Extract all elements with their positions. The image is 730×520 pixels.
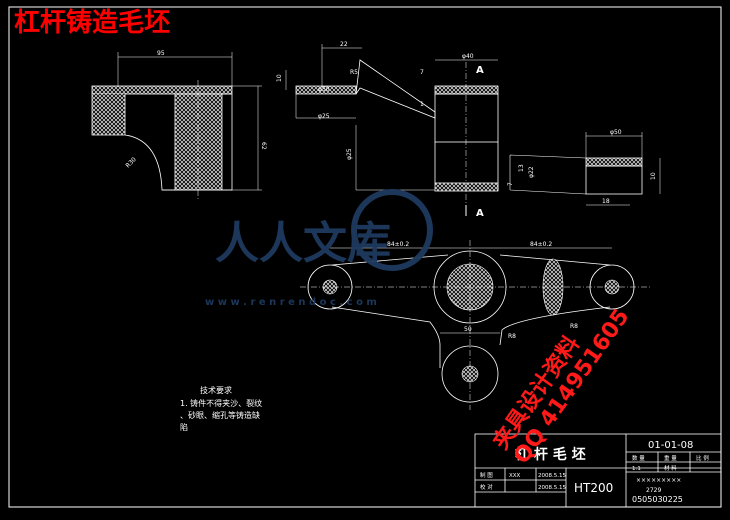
left-top-flange: [91, 85, 233, 95]
row1-date: 2008.5.15: [538, 473, 566, 479]
value-material: 材 料: [664, 464, 677, 472]
dim-10: 10: [276, 74, 283, 82]
header-weight: 重 量: [664, 454, 677, 462]
header-qty: 数 量: [632, 454, 645, 462]
dim-phi25-mid: φ25: [318, 113, 330, 120]
notes-line2: 、砂眼、缩孔等铸造缺: [180, 410, 260, 420]
title-block-text: 杠 杆 毛 坯 01-01-08 HT200 制 图 XXX 2008.5.15…: [480, 440, 709, 504]
part-name: 杠 杆 毛 坯: [515, 446, 586, 463]
notes-line3: 陷: [180, 422, 188, 432]
dim-side-10: 10: [650, 172, 657, 180]
middle-section-view: 22 10 R5 φ50 φ25 7 1: [276, 41, 436, 120]
watermark-logo-text: 人人文库: [215, 218, 391, 269]
dim-phi25-b: φ25: [346, 148, 353, 160]
dim-plan-50: 50: [464, 326, 472, 333]
material: HT200: [574, 481, 613, 495]
dim-r30: R30: [124, 156, 137, 169]
section-label-a-bottom: A: [476, 208, 484, 219]
left-section-view: 95 62 R30: [91, 50, 267, 200]
title-block: [474, 433, 722, 508]
right-section-view: φ40 A A φ25: [346, 53, 499, 219]
dim-plan-left: 84±0.2: [387, 241, 409, 248]
dim-7: 7: [420, 69, 424, 76]
dim-62: 62: [260, 142, 267, 150]
dim-side-phi22: φ22: [528, 166, 535, 178]
dim-side-18: 18: [602, 198, 610, 205]
dim-side-phi50: φ50: [610, 129, 622, 136]
notes-line1: 1. 铸件不得夹沙、裂纹: [180, 398, 262, 408]
watermark-url: w w w . r e n r e n d o c . c o m: [205, 297, 377, 308]
dim-plan-r8: R8: [508, 333, 516, 340]
dim-plan-right: 84±0.2: [530, 241, 552, 248]
dim-plan-r8b: R8: [570, 323, 578, 330]
left-boss: [174, 93, 223, 191]
plan-view: 84±0.2 84±0.2 50 R8 R8: [300, 240, 650, 410]
red-stamp: 夹具设计资料 QQ 414951605: [489, 305, 635, 469]
dim-22: 22: [340, 41, 348, 48]
row2-label: 校 对: [480, 483, 493, 491]
dim-1: 1: [420, 101, 424, 108]
header-title: 杠杆铸造毛坯: [14, 8, 170, 38]
value-scale: 1:1: [632, 466, 641, 472]
dim-95: 95: [157, 50, 165, 57]
dim-side-7: 7: [507, 182, 514, 186]
section-label-a-top: A: [476, 65, 484, 76]
notes-title: 技术要求: [200, 385, 232, 395]
class-line: 0505030225: [632, 495, 683, 504]
header-scale: 比 例: [696, 454, 709, 462]
drawing-number: 01-01-08: [648, 440, 693, 451]
outer-frame: [8, 6, 722, 508]
row1-label: 制 图: [480, 471, 493, 479]
dim-side-13: 13: [518, 164, 525, 172]
watermark-logo-icon: [351, 189, 433, 271]
technical-notes: 技术要求 1. 铸件不得夹沙、裂纹 、砂眼、缩孔等铸造缺 陷: [180, 385, 262, 432]
school-line: ×××××××××: [636, 477, 681, 484]
left-web: [91, 94, 126, 136]
dim-phi40: φ40: [462, 53, 474, 60]
code: 2729: [646, 487, 661, 494]
row2-date: 2008.5.15: [538, 485, 566, 491]
watermark: 人人文库 w w w . r e n r e n d o c . c o m: [205, 189, 433, 308]
row1-name: XXX: [509, 473, 521, 479]
side-view: φ50 10 φ22 13 7 18: [507, 129, 661, 206]
dim-r5: R5: [350, 69, 358, 76]
dim-phi50-mid: φ50: [318, 86, 330, 93]
